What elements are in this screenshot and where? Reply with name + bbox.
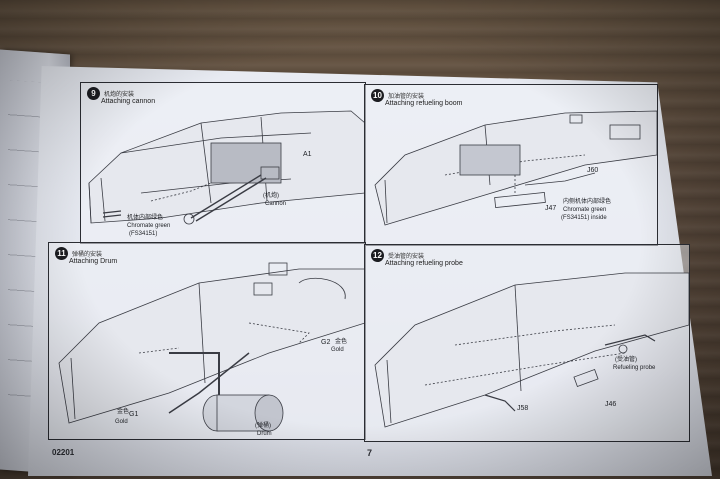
drum-label-en: Drum (257, 431, 272, 437)
step-11-panel: 11 弹桶的安装 Attaching Drum G2 金色 Gold 金色 G1… (48, 242, 366, 440)
paint-code: (FS34151) (129, 231, 158, 237)
probe-label-cn: (受油管) (615, 357, 637, 363)
g2-paint-en: Gold (331, 347, 344, 353)
paint-label-en: Chromate green (127, 223, 171, 229)
page-number: 7 (367, 448, 373, 458)
step-number: 10 (371, 89, 384, 102)
part-j47: J47 (545, 205, 557, 212)
part-j58: J58 (517, 405, 529, 412)
g1-paint-cn: 金色 (117, 409, 130, 415)
step-12-panel: 12 受油管的安装 Attaching refueling probe (受油管… (364, 244, 690, 442)
cannon-assembly-drawing (88, 110, 365, 225)
drum-assembly-drawing (58, 262, 365, 432)
step-number: 9 (87, 87, 100, 100)
g1-paint-en: Gold (115, 419, 128, 425)
step-number: 11 (55, 247, 68, 260)
paint-label-cn: 内侧机体内部绿色 (563, 199, 612, 205)
refueling-probe-drawing (374, 272, 689, 428)
step-title-en: Attaching refueling boom (385, 100, 463, 107)
paint-label-cn: 机体内部绿色 (127, 215, 164, 221)
step-number: 12 (371, 249, 384, 262)
step-title-cn: 机炮的安装 (104, 92, 135, 98)
part-j60: J60 (587, 167, 599, 174)
part-g1: G1 (129, 411, 139, 418)
part-j46: J46 (605, 401, 617, 408)
paint-code: (FS34151) inside (561, 215, 607, 221)
step-title-en: Attaching refueling probe (385, 260, 463, 267)
part-a1: A1 (303, 151, 312, 158)
step-10-panel: 10 加油管的安装 Attaching refueling boom J60 J… (364, 84, 658, 246)
probe-label-en: Refueling probe (613, 365, 656, 371)
refueling-boom-drawing (374, 110, 657, 226)
step-9-panel: 9 机炮的安装 Attaching cannon A1 (机炮) Cannon … (80, 82, 366, 244)
g2-paint-cn: 金色 (335, 339, 348, 345)
step-title-cn: 加油管的安装 (388, 94, 425, 100)
paint-label-en: Chromate green (563, 207, 607, 213)
drum-label-cn: (弹桶) (255, 423, 271, 429)
step-title-cn: 受油管的安装 (388, 254, 425, 260)
part-g2: G2 (321, 339, 331, 346)
cannon-label-cn: (机炮) (263, 193, 279, 199)
cannon-label-en: Cannon (265, 201, 287, 207)
step-title-cn: 弹桶的安装 (72, 252, 103, 258)
step-title-en: Attaching Drum (69, 258, 118, 265)
product-code: 02201 (52, 448, 75, 457)
step-title-en: Attaching cannon (101, 98, 156, 105)
